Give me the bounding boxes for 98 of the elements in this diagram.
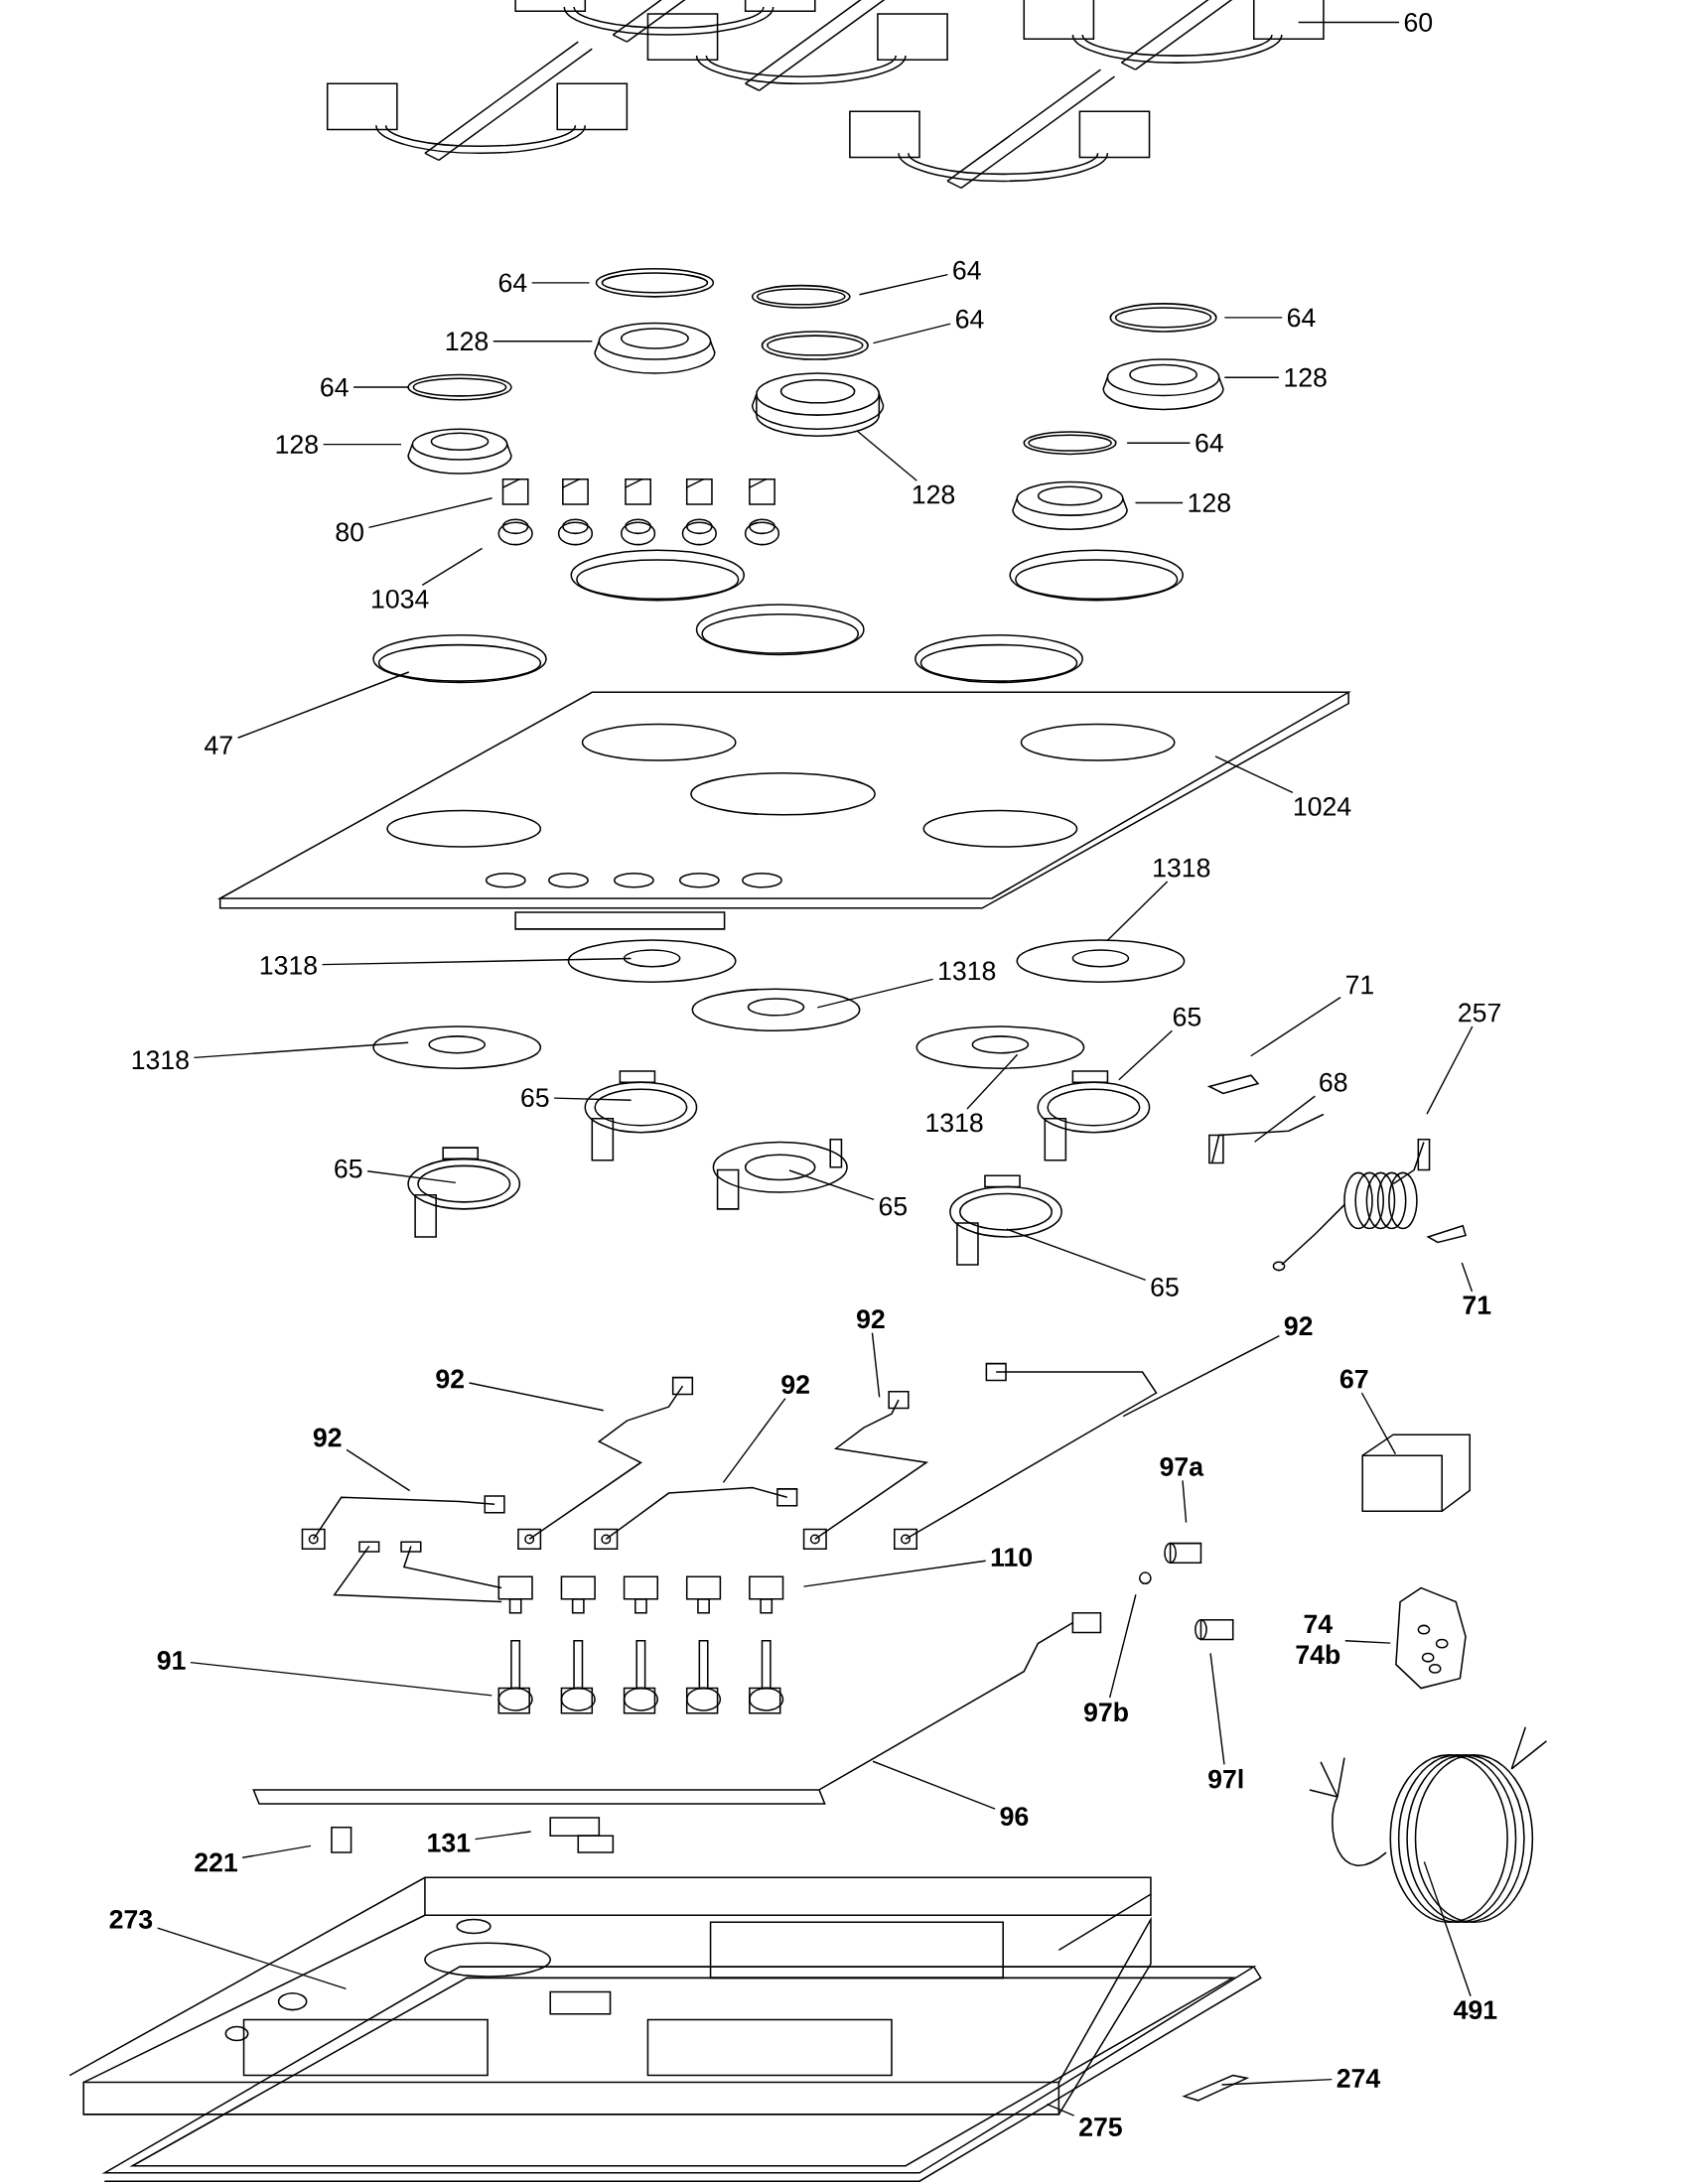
leader-line bbox=[1209, 1652, 1225, 1766]
leader-line bbox=[237, 671, 410, 739]
callout-number: 71 bbox=[1463, 1296, 1491, 1314]
leader-line bbox=[803, 1560, 987, 1587]
callout-number: 64 bbox=[1196, 433, 1224, 453]
leader-line bbox=[1461, 1262, 1474, 1293]
callout-number: 131 bbox=[428, 1833, 471, 1852]
callout-number: 491 bbox=[1454, 2000, 1497, 2020]
leader-line bbox=[1126, 442, 1192, 444]
leader-line bbox=[475, 1831, 532, 1841]
leader-line bbox=[872, 1760, 997, 1810]
leader-line bbox=[241, 1844, 312, 1858]
callout-number: 64 bbox=[956, 309, 984, 329]
leader-line bbox=[1006, 1228, 1147, 1282]
callout-number: 64 bbox=[1288, 308, 1316, 328]
callout-number: 64 bbox=[499, 273, 527, 293]
leader-line bbox=[346, 1448, 411, 1492]
leader-line bbox=[1109, 1593, 1137, 1699]
leader-line bbox=[1426, 1025, 1474, 1115]
leader-line bbox=[872, 1331, 881, 1399]
leader-line bbox=[1135, 501, 1185, 504]
leader-line bbox=[469, 1382, 605, 1412]
leader-line bbox=[1107, 881, 1169, 941]
leader-line bbox=[368, 497, 493, 529]
leader-line bbox=[323, 443, 403, 446]
callout-number: 128 bbox=[1189, 493, 1231, 512]
leader-line bbox=[190, 1661, 493, 1697]
callout-number: 92 bbox=[781, 1375, 810, 1395]
leader-line bbox=[1223, 317, 1284, 319]
leader-line bbox=[157, 1927, 348, 1990]
callout-number: 80 bbox=[336, 522, 364, 542]
callout-number: 97l bbox=[1208, 1768, 1243, 1789]
leader-line bbox=[1423, 1860, 1472, 1997]
leader-line bbox=[1214, 755, 1294, 794]
callout-number: 274 bbox=[1337, 2069, 1381, 2088]
leader-line bbox=[1298, 21, 1400, 24]
leader-line bbox=[493, 341, 594, 342]
leader-line bbox=[1118, 1029, 1174, 1081]
callout-number: 92 bbox=[436, 1369, 465, 1389]
leader-line bbox=[872, 323, 952, 344]
leader-line bbox=[366, 1170, 457, 1184]
leader-line bbox=[1344, 1640, 1392, 1644]
callout-number: 67 bbox=[1340, 1369, 1368, 1389]
leader-line bbox=[856, 430, 918, 481]
leader-line bbox=[531, 282, 591, 284]
callout-number: 74 74b bbox=[1296, 1614, 1340, 1665]
callout-number: 257 bbox=[1459, 1003, 1501, 1023]
callout-number: 47 bbox=[205, 736, 232, 754]
leader-line bbox=[352, 386, 410, 388]
leader-line bbox=[816, 978, 934, 1009]
leader-line bbox=[1361, 1392, 1397, 1455]
callout-number: 65 bbox=[1174, 1007, 1201, 1026]
callout-number: 71 bbox=[1346, 975, 1374, 995]
callout-number: 65 bbox=[1151, 1278, 1179, 1297]
callout-number: 1318 bbox=[939, 961, 996, 981]
callout-number: 275 bbox=[1079, 2117, 1123, 2136]
callout-number: 60 bbox=[1405, 13, 1433, 32]
callout-number: 65 bbox=[880, 1196, 908, 1216]
callout-number: 92 bbox=[314, 1428, 342, 1447]
leader-line bbox=[1122, 1335, 1281, 1418]
callout-number: 64 bbox=[321, 377, 349, 397]
callout-number: 128 bbox=[1285, 367, 1327, 387]
callout-number: 1024 bbox=[1295, 796, 1351, 816]
leader-line bbox=[1046, 2103, 1075, 2116]
callout-number: 221 bbox=[195, 1852, 238, 1872]
leader-line bbox=[1254, 1095, 1317, 1143]
leader-line bbox=[1221, 2078, 1334, 2086]
callout-number: 97b bbox=[1084, 1702, 1129, 1722]
callout-number: 128 bbox=[447, 332, 489, 351]
leader-line bbox=[1250, 996, 1342, 1057]
callout-number: 1318 bbox=[1154, 858, 1210, 878]
leader-line bbox=[859, 273, 949, 296]
callout-number: 128 bbox=[276, 435, 319, 455]
callout-number: 65 bbox=[335, 1159, 362, 1178]
leader-line bbox=[194, 1041, 410, 1059]
leader-line bbox=[966, 1053, 1019, 1110]
callout-number: 92 bbox=[857, 1309, 885, 1329]
leader-line bbox=[722, 1397, 786, 1484]
callout-number: 65 bbox=[521, 1088, 549, 1108]
callout-number: 96 bbox=[1000, 1807, 1029, 1827]
callout-number: 1318 bbox=[926, 1113, 983, 1133]
callout-number: 91 bbox=[157, 1651, 186, 1670]
callout-number: 1318 bbox=[261, 955, 318, 975]
leader-line bbox=[421, 547, 484, 587]
callout-number: 110 bbox=[992, 1548, 1033, 1568]
leader-line bbox=[1223, 376, 1280, 378]
leader-line bbox=[1182, 1479, 1188, 1524]
callout-number: 64 bbox=[953, 260, 981, 280]
callout-number: 128 bbox=[914, 484, 955, 504]
callout-number: 97a bbox=[1160, 1457, 1204, 1476]
callout-number: 68 bbox=[1320, 1072, 1347, 1092]
callout-number: 1034 bbox=[372, 589, 429, 609]
leader-line bbox=[322, 957, 633, 966]
callout-number: 1318 bbox=[133, 1050, 190, 1070]
leader-line bbox=[553, 1097, 633, 1101]
callout-number: 92 bbox=[1285, 1316, 1313, 1336]
callout-number: 273 bbox=[109, 1910, 153, 1929]
leader-line bbox=[788, 1169, 875, 1201]
